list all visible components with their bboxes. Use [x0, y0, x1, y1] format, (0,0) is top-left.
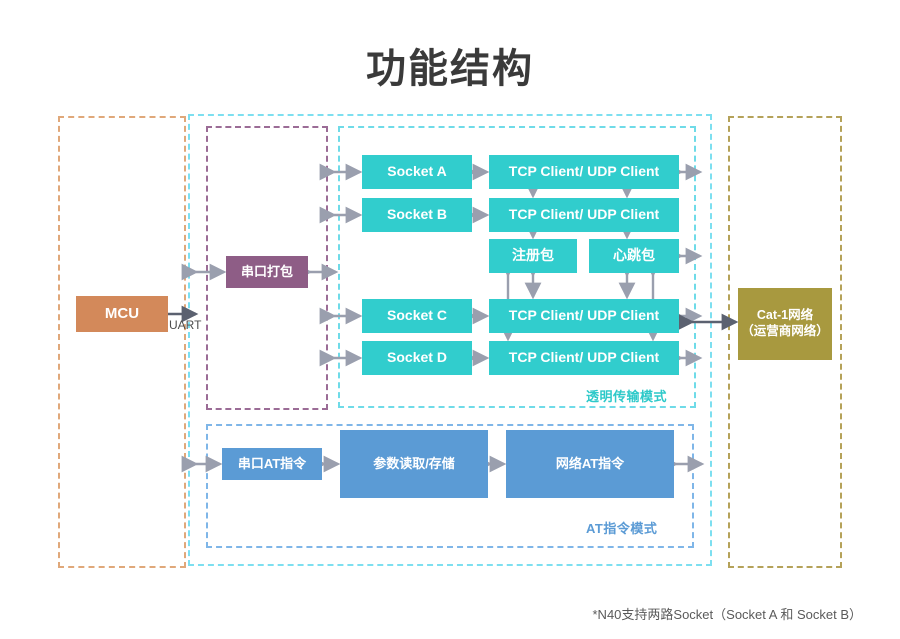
tcp-udp-client-d-block: TCP Client/ UDP Client [489, 341, 679, 375]
network-line-1: Cat-1网络 [756, 308, 814, 323]
socket-d-block: Socket D [362, 341, 472, 375]
mcu-block: MCU [76, 296, 168, 332]
at-mode-label: AT指令模式 [586, 521, 658, 536]
socket-c-block: Socket C [362, 299, 472, 333]
tcp-udp-client-b-block: TCP Client/ UDP Client [489, 198, 679, 232]
network-line-2: （运营商网络） [741, 324, 829, 338]
at-param-storage-block: 参数读取/存储 [340, 430, 488, 498]
socket-b-block: Socket B [362, 198, 472, 232]
uart-label: UART [169, 318, 202, 332]
serial-packing-block: 串口打包 [226, 256, 308, 288]
network-zone-border [728, 116, 842, 568]
heartbeat-packet-block: 心跳包 [589, 239, 679, 273]
page-title: 功能结构 [366, 46, 534, 92]
transparent-mode-label: 透明传输模式 [586, 389, 668, 404]
tcp-udp-client-c-block: TCP Client/ UDP Client [489, 299, 679, 333]
socket-a-block: Socket A [362, 155, 472, 189]
transparent-mode-zone-border [338, 126, 696, 408]
footnote: *N40支持两路Socket（Socket A 和 Socket B） [592, 607, 863, 622]
register-packet-block: 注册包 [489, 239, 577, 273]
mcu-zone-border [58, 116, 186, 568]
module-zone-border [188, 114, 712, 566]
at-mode-zone-border [206, 424, 694, 548]
network-block: Cat-1网络 （运营商网络） [738, 288, 832, 360]
at-serial-command-block: 串口AT指令 [222, 448, 322, 480]
tcp-udp-client-a-block: TCP Client/ UDP Client [489, 155, 679, 189]
at-network-command-block: 网络AT指令 [506, 430, 674, 498]
